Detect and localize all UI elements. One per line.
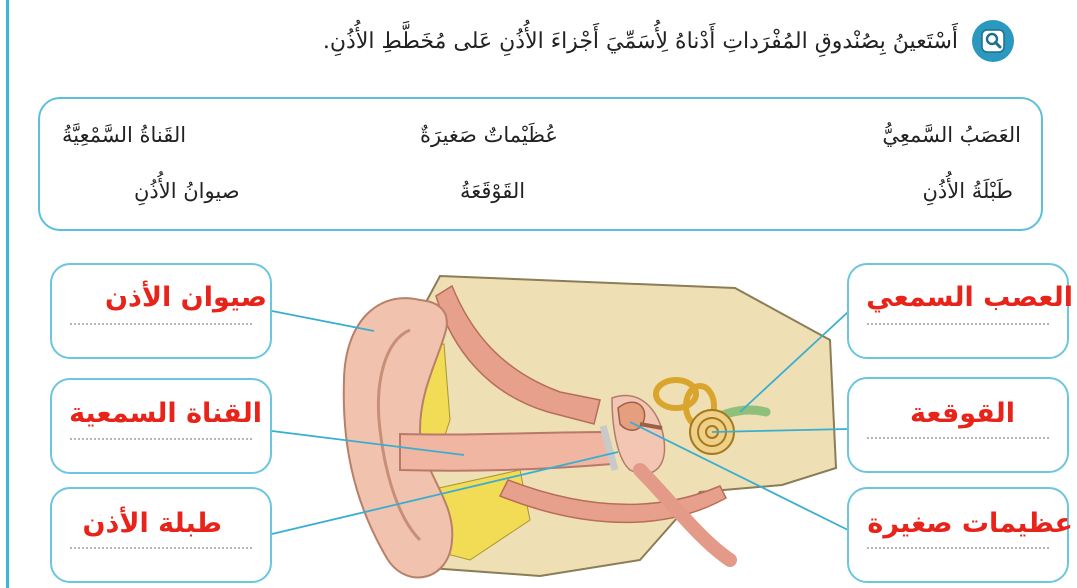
answer-line	[70, 323, 252, 325]
answer-line	[70, 438, 252, 440]
answer-line	[867, 437, 1049, 439]
answer-ear-canal: القناة السمعية	[69, 398, 262, 429]
pinna-leader-line	[272, 311, 374, 331]
answer-ossicles: عظيمات صغيرة	[867, 508, 1073, 539]
answer-pinna: صيوان الأذن	[105, 282, 267, 313]
answer-line	[867, 547, 1049, 549]
answer-cochlea: القوقعة	[910, 398, 1015, 429]
answer-eardrum: طبلة الأذن	[82, 508, 222, 539]
answer-line	[70, 547, 252, 549]
answer-line	[867, 323, 1049, 325]
answer-auditory-nerve: العصب السمعي	[866, 282, 1073, 313]
